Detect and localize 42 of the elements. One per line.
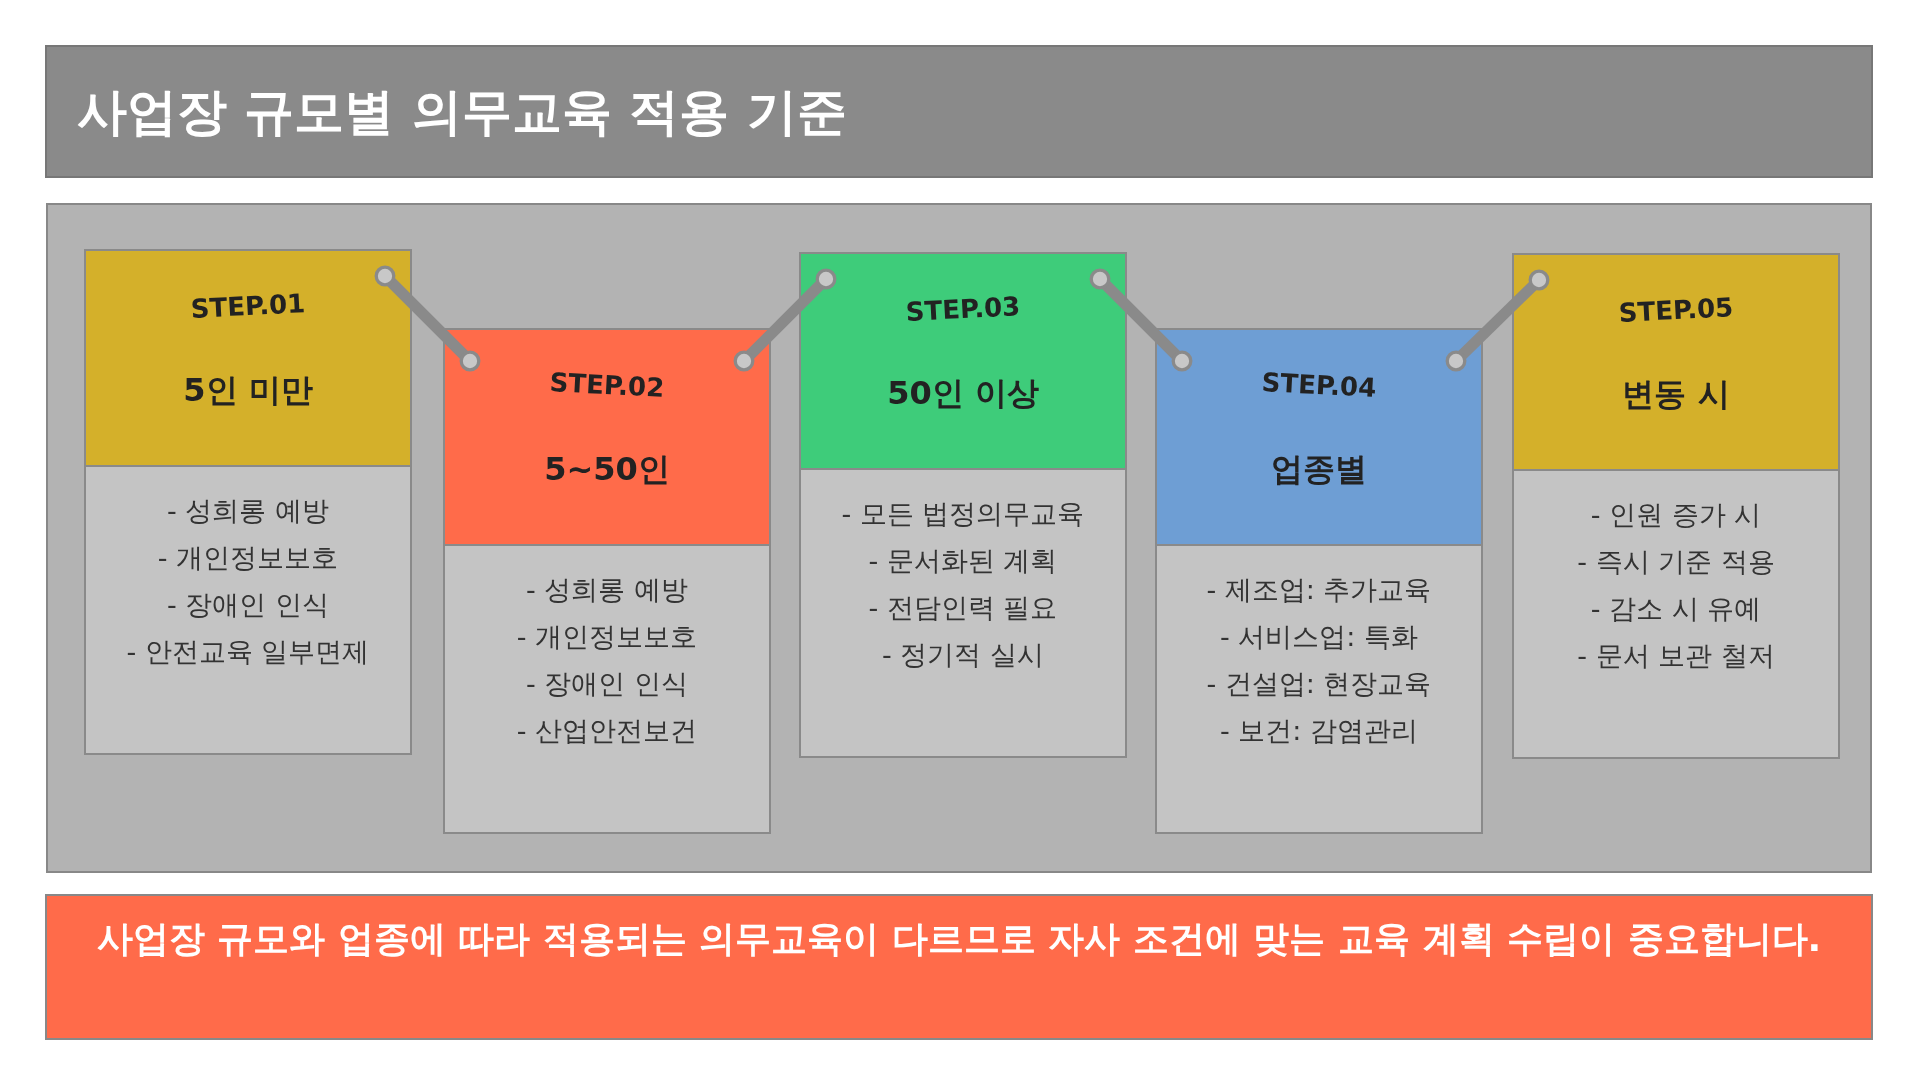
list-item: - 안전교육 일부면제 [125,635,371,669]
list-item: - 개인정보보호 [515,620,699,654]
list-item: - 정기적 실시 [881,638,1045,672]
list-item: - 제조업: 추가교육 [1205,573,1433,607]
step-card [84,249,412,755]
list-item: - 건설업: 현장교육 [1205,667,1433,701]
list-item: - 전담인력 필요 [867,591,1059,625]
step-label: STEP.03 [904,290,1022,329]
list-item: - 성희롱 예방 [525,573,689,607]
step-card [799,252,1127,758]
caption: 사업장 규모와 업종에 따라 적용되는 의무교육이 다르므로 자사 조건에 맞는 교육 계획 수립이 중요합니다. [95,917,1823,961]
list-item: - 장애인 인식 [166,588,330,622]
list-item: - 보건: 감염관리 [1219,714,1419,748]
card-title: 50인 이상 [886,373,1040,414]
list-item: - 문서 보관 철저 [1576,639,1776,673]
step-card [443,328,771,834]
hanger-rod [1089,268,1193,372]
step-label: STEP.01 [189,287,307,326]
list-item: - 모든 법정의무교육 [840,497,1086,531]
step-label: STEP.04 [1260,366,1378,405]
list-item: - 성희롱 예방 [166,494,330,528]
panel-background [46,203,1872,873]
title: 사업장 규모별 의무교육 적용 기준 [77,82,847,143]
list-item: - 개인정보보호 [156,541,340,575]
card-title: 5~50인 [543,449,671,490]
card-title: 업종별 [1270,449,1368,490]
step-label: STEP.05 [1617,291,1735,330]
list-item: - 문서화된 계획 [867,544,1059,578]
list-item: - 산업안전보건 [515,714,699,748]
card-title: 5인 미만 [182,370,314,411]
hanger-rod [733,268,837,372]
list-item: - 감소 시 유예 [1589,592,1763,626]
hanger-rod [1445,269,1550,372]
hanger-rod [374,265,481,372]
list-item: - 인원 증가 시 [1589,498,1763,532]
card-title: 변동 시 [1621,374,1731,415]
list-item: - 서비스업: 특화 [1219,620,1419,654]
step-card [1155,328,1483,834]
step-label: STEP.02 [548,366,666,405]
list-item: - 즉시 기준 적용 [1576,545,1776,579]
step-card [1512,253,1840,759]
list-item: - 장애인 인식 [525,667,689,701]
